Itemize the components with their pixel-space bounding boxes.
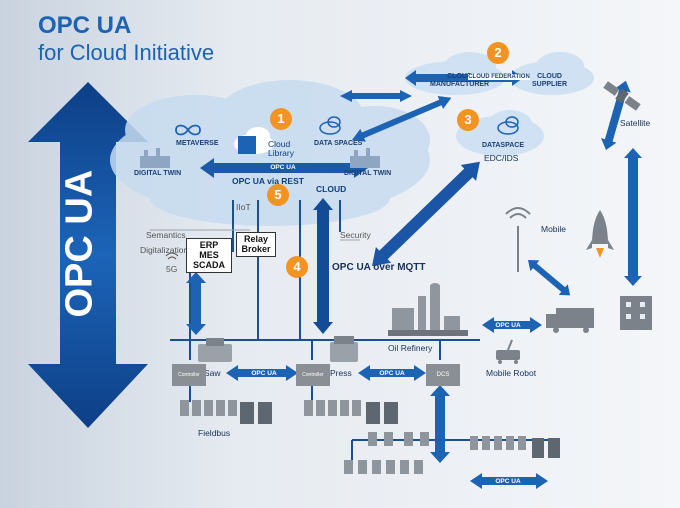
truck-icon bbox=[546, 308, 594, 333]
oil-refinery-icon bbox=[388, 283, 468, 336]
bottom-arrow bbox=[470, 473, 548, 489]
dataspace-diagonal-arrow bbox=[372, 161, 480, 266]
bottom-arrow-tag: OPC UA bbox=[495, 478, 521, 485]
io-modules bbox=[180, 400, 560, 474]
dataspace-label: DATASPACE bbox=[482, 142, 524, 149]
mobile-truck-arrow bbox=[528, 260, 571, 296]
dcs-vertical-arrow bbox=[430, 385, 450, 463]
rocket-icon bbox=[586, 210, 614, 258]
five-g-label: 5G bbox=[166, 264, 178, 274]
digital-twin-right-label: DIGITAL TWIN bbox=[344, 170, 392, 177]
relay-broker-box: Relay Broker bbox=[236, 232, 276, 257]
erp-mes-scada-box: ERP MES SCADA bbox=[186, 238, 232, 273]
rest-arrow-tag: OPC UA bbox=[270, 164, 296, 171]
press-dcs-arrow bbox=[358, 365, 426, 381]
rest-label: OPC UA via REST bbox=[232, 176, 304, 186]
metaverse-label: METAVERSE bbox=[176, 140, 219, 147]
satellite-building-arrow bbox=[624, 148, 642, 286]
page-title: OPC UA bbox=[38, 12, 132, 39]
cloud-federation-tag: CLOUD FEDERATION bbox=[468, 74, 530, 80]
saw-press-arrow-tag: OPC UA bbox=[251, 370, 277, 377]
mobile-robot-icon bbox=[496, 339, 520, 364]
cloud-library-icon bbox=[234, 127, 274, 154]
cloud-to-federation-link bbox=[340, 90, 412, 102]
semantics-label: Semantics bbox=[146, 230, 186, 240]
press-controller: Controller bbox=[296, 364, 330, 386]
oil-refinery-label: Oil Refinery bbox=[388, 343, 433, 353]
badge-2: 2 bbox=[487, 42, 509, 64]
satellite-label: Satellite bbox=[620, 118, 651, 128]
badge-1: 1 bbox=[270, 108, 292, 130]
saw-controller: Controller bbox=[172, 364, 206, 386]
digitalization-label: Digitalization bbox=[140, 245, 189, 255]
badge-5: 5 bbox=[267, 184, 289, 206]
dataspace-sub-label: EDC/IDS bbox=[484, 153, 519, 163]
building-icon bbox=[620, 296, 652, 330]
metaverse-icon bbox=[175, 124, 201, 136]
erp-vertical-arrow bbox=[186, 272, 206, 335]
digital-twin-left-label: DIGITAL TWIN bbox=[134, 170, 182, 177]
robot-truck-arrow-tag: OPC UA bbox=[495, 322, 521, 329]
security-label: Security bbox=[340, 230, 371, 240]
badge-4: 4 bbox=[286, 256, 308, 278]
mobile-robot-label: Mobile Robot bbox=[486, 368, 537, 378]
opcua-logo-text: OPC UA bbox=[58, 169, 101, 318]
mqtt-arrow bbox=[313, 198, 333, 334]
badge-3: 3 bbox=[457, 109, 479, 131]
main-cloud-shape bbox=[110, 80, 430, 226]
cloud-label: CLOUD bbox=[316, 184, 347, 194]
satellite-icon bbox=[603, 81, 641, 111]
data-spaces-icon bbox=[319, 116, 341, 135]
cloud-manufacturer-label: CLOUD MANUFACTURER bbox=[430, 73, 490, 88]
saw-press-arrow bbox=[226, 365, 298, 381]
mobile-label: Mobile bbox=[541, 224, 567, 234]
wifi-icon bbox=[165, 252, 179, 260]
thin-lines bbox=[150, 229, 360, 241]
cloud-supplier-label: CLOUD SUPPLIER bbox=[532, 73, 568, 88]
mqtt-label: OPC UA over MQTT bbox=[332, 262, 426, 273]
fieldbus-label: Fieldbus bbox=[198, 428, 231, 438]
mobile-tower-icon bbox=[505, 207, 531, 272]
iiot-label: IIoT bbox=[236, 202, 251, 212]
opcua-double-arrow bbox=[28, 82, 148, 428]
cloud-to-dataspace-arrow bbox=[352, 96, 452, 142]
cloud-library-label: Cloud Library bbox=[268, 139, 294, 158]
dataspace-icon bbox=[497, 116, 519, 135]
digital-twin-left-icon bbox=[140, 148, 170, 168]
press-dcs-arrow-tag: OPC UA bbox=[379, 370, 405, 377]
page-subtitle: for Cloud Initiative bbox=[38, 40, 215, 65]
robot-truck-arrow bbox=[482, 317, 542, 333]
digital-twin-right-icon bbox=[350, 148, 380, 168]
saw-machine-icon bbox=[198, 338, 232, 362]
data-spaces-label: DATA SPACES bbox=[314, 140, 363, 147]
saw-label: Saw bbox=[204, 368, 221, 378]
press-machine-icon bbox=[330, 336, 358, 362]
dcs-controller: DCS bbox=[426, 364, 460, 386]
rest-arrow bbox=[200, 158, 368, 178]
press-label: Press bbox=[330, 368, 352, 378]
